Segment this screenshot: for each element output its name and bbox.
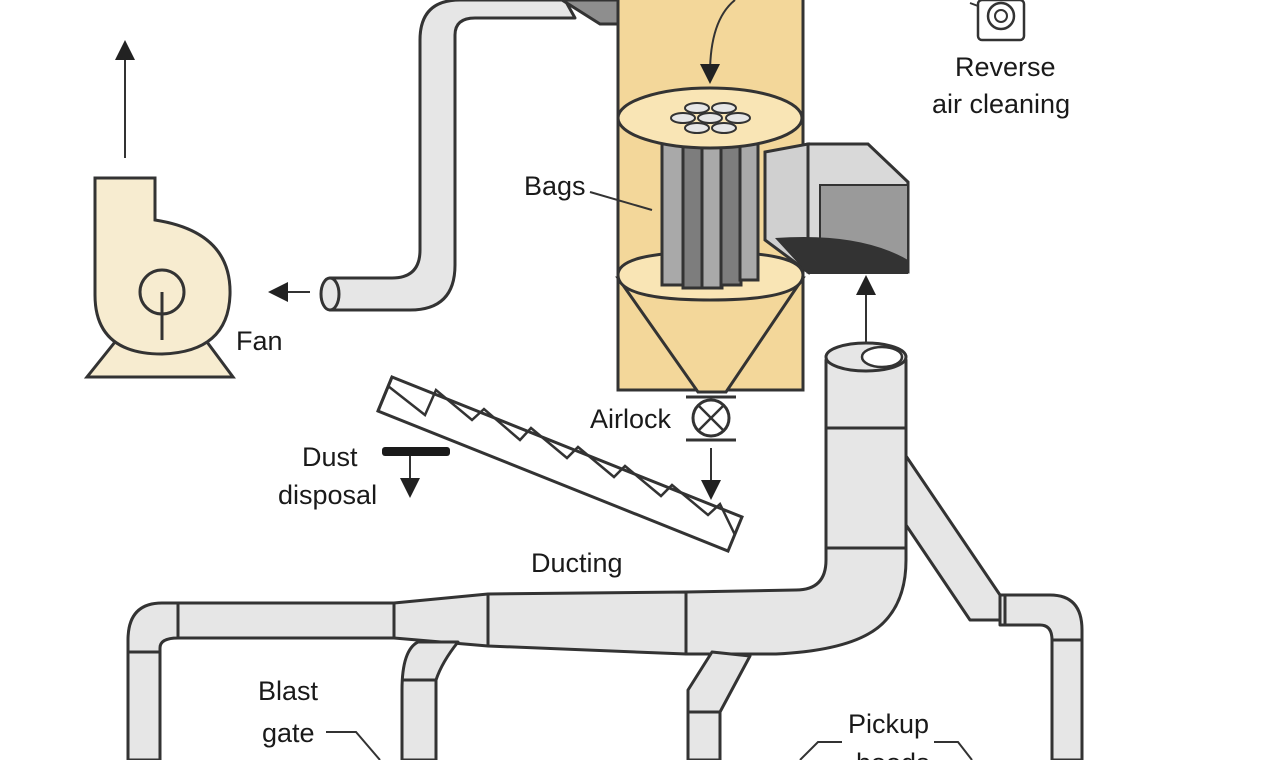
outlet-duct bbox=[319, 0, 577, 312]
ducting-label: Ducting bbox=[531, 548, 623, 578]
airlock-label: Airlock bbox=[590, 404, 672, 434]
fan-label: Fan bbox=[236, 326, 283, 356]
reverse-air-label-line2: air cleaning bbox=[932, 89, 1070, 119]
blast-gate-label-line2: gate bbox=[262, 718, 315, 748]
bags-leader-line bbox=[589, 191, 653, 211]
pickup-hoods-label-line2: hoods bbox=[856, 748, 930, 760]
main-ducting bbox=[126, 341, 1084, 760]
pickup-hoods-leader-left bbox=[799, 741, 842, 760]
screw-conveyor bbox=[376, 375, 744, 553]
airlock bbox=[686, 395, 736, 442]
blast-gate-label-line1: Blast bbox=[258, 676, 319, 706]
reverse-air-fan-icon bbox=[969, 0, 1026, 42]
inlet-hood bbox=[763, 142, 910, 275]
clean-air-flow-arrow bbox=[700, 0, 736, 84]
bags-label: Bags bbox=[524, 171, 586, 201]
dust-disposal-gate bbox=[382, 447, 450, 498]
filter-bags bbox=[660, 128, 760, 290]
pickup-hoods-label-line1: Pickup bbox=[848, 709, 929, 739]
reverse-air-label-line1: Reverse bbox=[955, 52, 1056, 82]
pickup-hoods-leader-right bbox=[934, 741, 973, 760]
fan bbox=[83, 176, 236, 379]
blast-gate-leader-line bbox=[326, 731, 381, 760]
dust-disposal-label-line1: Dust bbox=[302, 442, 358, 472]
tube-sheet bbox=[616, 86, 804, 150]
dust-disposal-label-line2: disposal bbox=[278, 480, 377, 510]
